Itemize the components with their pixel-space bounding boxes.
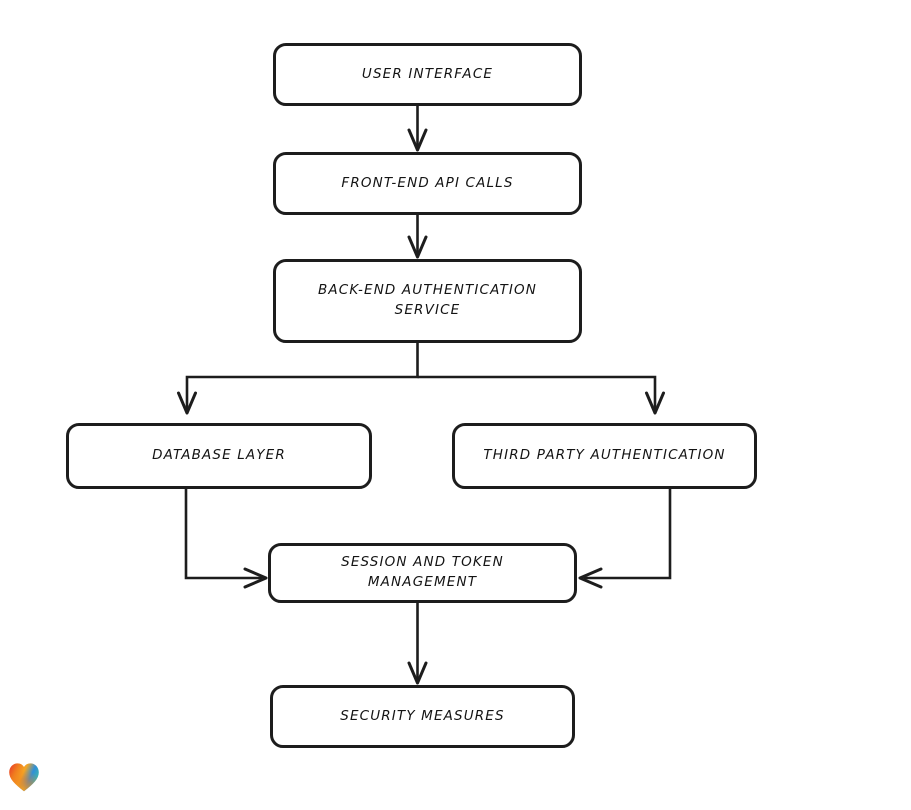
- node-security-measures[interactable]: Security Measures: [270, 685, 575, 748]
- edge-backend-to-third-party: [417, 375, 665, 415]
- node-label: Database Layer: [152, 447, 286, 464]
- edge-session-to-security: [407, 603, 428, 685]
- node-label: Front-End API Calls: [341, 174, 514, 191]
- edge-third-party-to-session: [578, 489, 672, 589]
- node-session-token-management[interactable]: Session and Token Management: [268, 543, 577, 603]
- node-label: Security Measures: [340, 707, 505, 724]
- node-frontend-api-calls[interactable]: Front-End API Calls: [273, 152, 582, 215]
- node-label: Session and Token Management: [341, 554, 504, 590]
- node-third-party-auth[interactable]: Third Party Authentication: [452, 423, 757, 489]
- node-backend-auth-service[interactable]: Back-End Authentication Service: [273, 259, 582, 343]
- node-database-layer[interactable]: Database Layer: [66, 423, 372, 489]
- edge-backend-to-database: [177, 343, 419, 415]
- edge-database-to-session: [184, 489, 268, 589]
- node-label: Back-End Authentication Service: [317, 282, 538, 318]
- node-label: User Interface: [361, 65, 494, 82]
- edge-frontend-to-backend: [407, 215, 428, 259]
- edge-ui-to-frontend: [407, 106, 428, 152]
- heart-icon: [9, 763, 39, 792]
- node-label: Third Party Authentication: [483, 447, 726, 464]
- node-user-interface[interactable]: User Interface: [273, 43, 582, 106]
